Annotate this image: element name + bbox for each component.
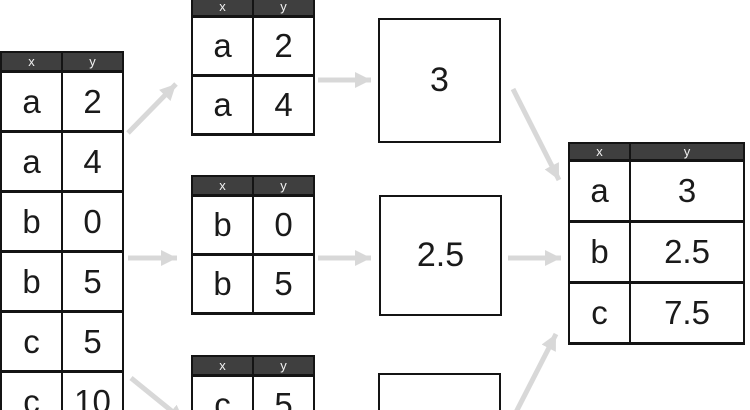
table-row: a 3 — [568, 159, 745, 223]
cell-y: 5 — [252, 374, 315, 410]
cell-y: 5 — [61, 250, 124, 313]
cell-y: 4 — [252, 74, 315, 136]
summary-box-a: 3 — [378, 18, 501, 143]
cell-x: c — [568, 281, 631, 345]
column-header-x: x — [191, 0, 254, 18]
column-header-y: y — [252, 0, 315, 18]
cell-x: a — [0, 130, 63, 193]
header-row: x y — [191, 175, 315, 197]
combine-arrow-group-a-icon — [510, 87, 562, 182]
cell-x: b — [0, 250, 63, 313]
cell-x: b — [0, 190, 63, 253]
table-row: b 5 — [191, 253, 315, 315]
column-header-x: x — [191, 355, 254, 377]
split-arrow-group-a-icon — [126, 82, 178, 135]
cell-x: a — [191, 15, 254, 77]
cell-y: 2.5 — [629, 220, 745, 284]
cell-y: 2 — [61, 70, 124, 133]
cell-y: 10 — [61, 370, 124, 410]
table-row: b 0 — [191, 194, 315, 256]
header-row: x y — [568, 142, 745, 162]
table-row: a 2 — [191, 15, 315, 77]
table-row: a 4 — [191, 74, 315, 136]
column-header-x: x — [568, 142, 631, 162]
group-table-b: x y b 0 b 5 — [191, 175, 315, 315]
cell-y: 2 — [252, 15, 315, 77]
column-header-y: y — [629, 142, 745, 162]
source-table: x y a 2 a 4 b 0 b 5 c 5 c 10 — [0, 51, 124, 410]
cell-y: 0 — [61, 190, 124, 253]
table-row: b 0 — [0, 190, 124, 253]
summary-value: 3 — [430, 61, 449, 99]
group-table-a: x y a 2 a 4 — [191, 0, 315, 136]
header-row: x y — [191, 355, 315, 377]
header-row: x y — [191, 0, 315, 18]
table-row: a 2 — [0, 70, 124, 133]
result-table: x y a 3 b 2.5 c 7.5 — [568, 142, 745, 345]
column-header-y: y — [252, 175, 315, 197]
table-row: c 5 — [191, 374, 315, 410]
summary-box-c — [378, 373, 501, 410]
cell-x: c — [191, 374, 254, 410]
summary-box-b: 2.5 — [379, 195, 502, 316]
cell-y: 0 — [252, 194, 315, 256]
combine-arrow-group-c-icon — [514, 332, 559, 410]
table-row: b 5 — [0, 250, 124, 313]
cell-x: b — [191, 194, 254, 256]
table-row: c 7.5 — [568, 281, 745, 345]
table-row: c 5 — [0, 310, 124, 373]
column-header-x: x — [191, 175, 254, 197]
column-header-y: y — [61, 51, 124, 73]
cell-y: 5 — [61, 310, 124, 373]
split-arrow-group-c-icon — [129, 376, 184, 410]
cell-x: c — [0, 310, 63, 373]
cell-x: a — [0, 70, 63, 133]
cell-y: 5 — [252, 253, 315, 315]
cell-y: 3 — [629, 159, 745, 223]
header-row: x y — [0, 51, 124, 73]
cell-x: a — [568, 159, 631, 223]
column-header-x: x — [0, 51, 63, 73]
cell-x: a — [191, 74, 254, 136]
cell-x: c — [0, 370, 63, 410]
summary-value: 2.5 — [416, 236, 465, 274]
column-header-y: y — [252, 355, 315, 377]
table-row: c 10 — [0, 370, 124, 410]
table-row: b 2.5 — [568, 220, 745, 284]
cell-y: 4 — [61, 130, 124, 193]
cell-x: b — [568, 220, 631, 284]
cell-y: 7.5 — [629, 281, 745, 345]
cell-x: b — [191, 253, 254, 315]
group-table-c: x y c 5 — [191, 355, 315, 410]
table-row: a 4 — [0, 130, 124, 193]
